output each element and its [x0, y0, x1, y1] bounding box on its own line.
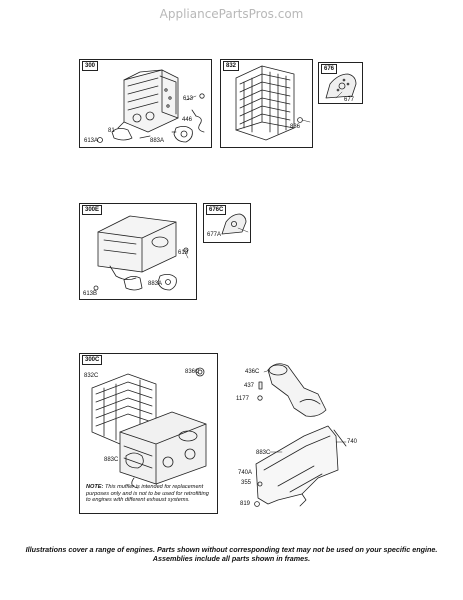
deflector-740: [254, 425, 347, 507]
callout-436c: 436C: [245, 369, 260, 375]
callout-613: 613: [183, 96, 194, 102]
shield-676: [325, 73, 357, 99]
callout-613a: 613A: [84, 138, 99, 144]
callout-437: 437: [244, 383, 255, 389]
callout-677a: 677A: [207, 232, 222, 238]
callout-883c: 883C: [104, 457, 119, 463]
disclaimer: Illustrations cover a range of engines. …: [0, 545, 463, 563]
frame-label-300e: 300E: [82, 205, 103, 215]
fasteners-elbow: [257, 381, 263, 401]
callout-613-e: 613: [178, 250, 189, 256]
callout-836: 836: [290, 124, 301, 130]
leader-lines: [183, 91, 347, 453]
muffler-300-small-parts: [97, 93, 205, 143]
disclaimer-line-1: Illustrations cover a range of engines. …: [25, 545, 438, 554]
muffler-300c: [119, 411, 207, 489]
callout-446: 446: [182, 117, 193, 123]
muffler-300e: [93, 215, 189, 291]
callout-740: 740: [347, 439, 358, 445]
callout-677: 677: [344, 97, 355, 103]
watermark: AppliancePartsPros.com: [159, 7, 304, 21]
callout-613b: 613B: [83, 291, 98, 297]
frame-label-676c: 676C: [206, 205, 227, 215]
callout-81: 81: [108, 128, 115, 134]
note-text: This muffler is intended for replacement…: [86, 484, 209, 504]
callout-883a: 883A: [150, 138, 165, 144]
muffler-note: NOTE: This muffler is intended for repla…: [86, 484, 214, 504]
frame-label-300c: 300C: [82, 355, 103, 365]
callout-883c-right: 883C: [256, 450, 271, 456]
note-lead: NOTE:: [86, 484, 104, 490]
muffler-300: [117, 69, 179, 133]
callout-1177: 1177: [236, 396, 249, 402]
exhaust-elbow: [267, 363, 327, 417]
muffler-300c-small-parts: [125, 367, 205, 469]
frame-label-676: 676: [321, 64, 338, 74]
callout-836c: 836C: [185, 369, 200, 375]
frame-label-832: 832: [223, 61, 240, 71]
callout-355: 355: [241, 480, 252, 486]
disclaimer-line-2: Assemblies include all parts shown in fr…: [152, 554, 311, 563]
frame-832: 832: [220, 59, 313, 148]
guard-832: [235, 65, 303, 141]
callout-740a: 740A: [238, 470, 253, 476]
callout-832c: 832C: [84, 373, 99, 379]
callout-819: 819: [240, 501, 251, 507]
frame-label-300: 300: [82, 61, 99, 71]
callout-883a-e: 883A: [148, 281, 163, 287]
shield-676c: [221, 213, 247, 235]
